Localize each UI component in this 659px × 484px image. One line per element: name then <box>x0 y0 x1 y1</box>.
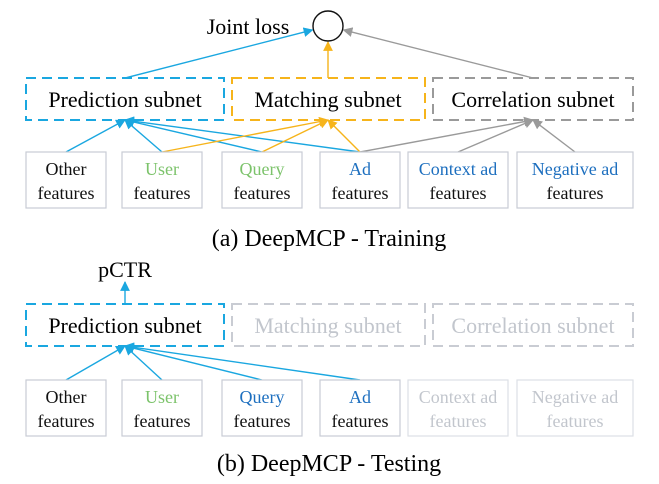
edge-arrow-blue <box>124 343 263 381</box>
feature-box <box>121 151 203 209</box>
feature-line1: Ad <box>349 387 371 407</box>
subnet-matching-box <box>231 77 426 121</box>
subnet-correlation-box <box>432 77 634 121</box>
training-panel: Joint loss Prediction subnet Matching su… <box>25 10 634 252</box>
feature-line2: features <box>547 411 604 431</box>
edge-arrow-blue <box>124 27 314 79</box>
feature-ad: Ad features <box>319 151 401 209</box>
feature-line2: features <box>547 183 604 203</box>
testing-edges <box>65 281 361 381</box>
feature-other: Other features <box>25 379 107 437</box>
edge-arrow-blue <box>65 345 126 381</box>
edge-arrow-gray <box>457 118 534 153</box>
feature-box <box>407 151 509 209</box>
subnet-matching-label: Matching subnet <box>254 87 401 112</box>
subnet-prediction: Prediction subnet <box>25 77 225 121</box>
feature-line2: features <box>332 183 389 203</box>
feature-negative-ad: Negative ad features <box>516 379 634 437</box>
feature-line2: features <box>38 183 95 203</box>
subnet-prediction-box <box>25 303 225 347</box>
feature-box <box>25 379 107 437</box>
feature-line2: features <box>234 411 291 431</box>
subnet-correlation-label: Correlation subnet <box>451 313 614 338</box>
feature-other: Other features <box>25 151 107 209</box>
feature-line1: Negative ad <box>532 387 618 407</box>
training-features: Other features User features Query featu… <box>25 151 634 209</box>
subnet-prediction: Prediction subnet <box>25 303 225 347</box>
feature-user: User features <box>121 151 203 209</box>
feature-line1: Context ad <box>419 387 498 407</box>
feature-line1: Query <box>240 387 285 407</box>
feature-line2: features <box>332 411 389 431</box>
feature-user: User features <box>121 379 203 437</box>
feature-box <box>516 151 634 209</box>
subnet-correlation-box <box>432 303 634 347</box>
edge-arrow-blue <box>65 119 126 153</box>
feature-line1: Query <box>240 159 285 179</box>
edge-arrow-gray <box>342 27 534 79</box>
testing-panel: pCTR Prediction subnet Matching subnet C… <box>25 257 634 477</box>
edge-arrow-orange <box>327 119 361 153</box>
edge-arrow-gray <box>359 116 534 153</box>
edge-arrow-orange <box>261 119 329 153</box>
training-edges <box>65 27 576 153</box>
edge-arrow-blue <box>124 342 361 381</box>
joint-loss-node: Joint loss <box>207 10 344 42</box>
pctr-label: pCTR <box>98 257 152 282</box>
subnet-correlation-label: Correlation subnet <box>451 87 614 112</box>
feature-line2: features <box>134 183 191 203</box>
feature-line1: Negative ad <box>532 159 618 179</box>
feature-line2: features <box>430 183 487 203</box>
subnet-prediction-box <box>25 77 225 121</box>
feature-context-ad: Context ad features <box>407 151 509 209</box>
subnet-matching: Matching subnet <box>231 77 426 121</box>
feature-line2: features <box>134 411 191 431</box>
feature-negative-ad: Negative ad features <box>516 151 634 209</box>
feature-query: Query features <box>221 151 303 209</box>
testing-subnets: Prediction subnet Matching subnet Correl… <box>25 303 634 347</box>
feature-line1: Other <box>46 387 87 407</box>
feature-line1: User <box>145 159 179 179</box>
training-subnets: Prediction subnet Matching subnet Correl… <box>25 77 634 121</box>
feature-box <box>319 151 401 209</box>
feature-box <box>221 379 303 437</box>
subnet-matching-box <box>231 303 426 347</box>
subnet-prediction-label: Prediction subnet <box>48 87 201 112</box>
feature-line2: features <box>234 183 291 203</box>
caption-training: (a) DeepMCP - Training <box>212 226 446 252</box>
edge-arrow-blue <box>124 117 263 153</box>
feature-box <box>221 151 303 209</box>
feature-line1: Context ad <box>419 159 498 179</box>
subnet-correlation: Correlation subnet <box>432 77 634 121</box>
feature-box <box>319 379 401 437</box>
subnet-correlation: Correlation subnet <box>432 303 634 347</box>
joint-loss-label: Joint loss <box>207 14 290 39</box>
subnet-matching: Matching subnet <box>231 303 426 347</box>
joint-loss-circle <box>312 10 344 42</box>
feature-line2: features <box>430 411 487 431</box>
feature-line2: features <box>38 411 95 431</box>
feature-line1: User <box>145 387 179 407</box>
feature-box <box>407 379 509 437</box>
feature-context-ad: Context ad features <box>407 379 509 437</box>
feature-ad: Ad features <box>319 379 401 437</box>
testing-features: Other features User features Query featu… <box>25 379 634 437</box>
feature-line1: Other <box>46 159 87 179</box>
subnet-matching-label: Matching subnet <box>254 313 401 338</box>
edge-arrow-gray <box>532 119 576 153</box>
feature-query: Query features <box>221 379 303 437</box>
feature-line1: Ad <box>349 159 371 179</box>
feature-box <box>121 379 203 437</box>
edge-arrow-orange <box>161 116 329 153</box>
subnet-prediction-label: Prediction subnet <box>48 313 201 338</box>
feature-box <box>25 151 107 209</box>
feature-box <box>516 379 634 437</box>
caption-testing: (b) DeepMCP - Testing <box>217 451 441 477</box>
